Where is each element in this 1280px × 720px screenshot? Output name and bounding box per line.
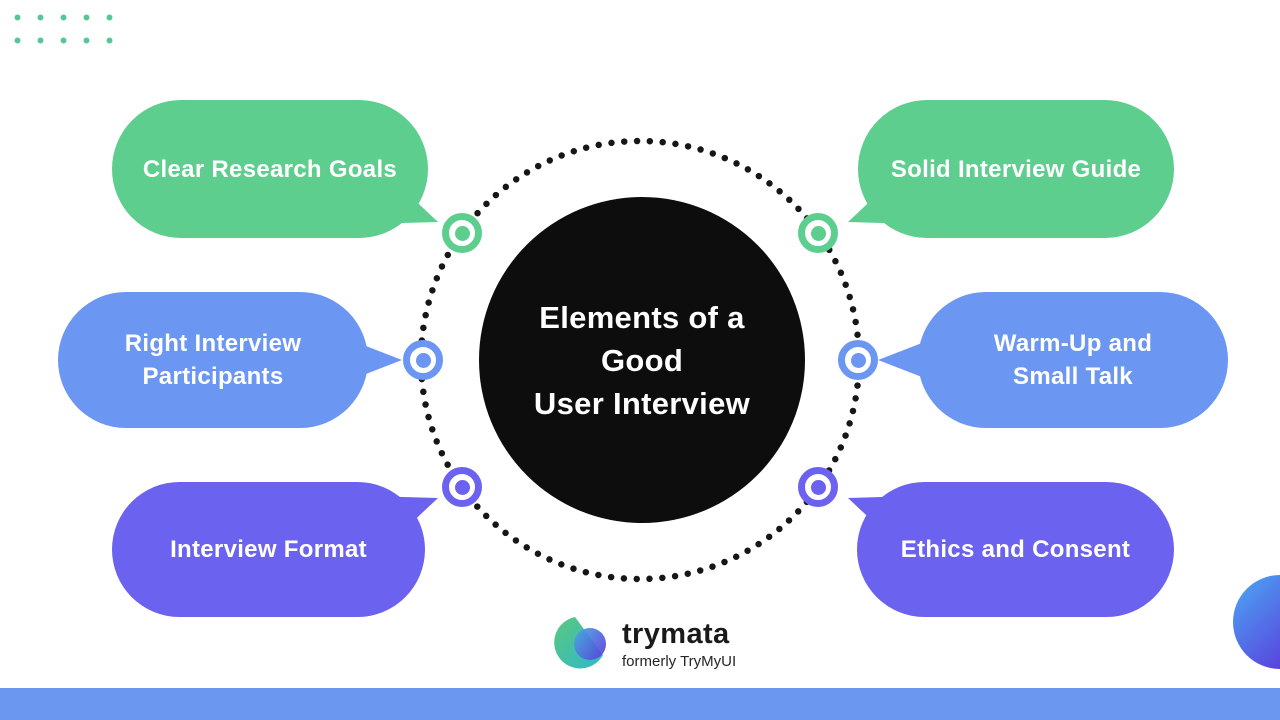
bubble-right-interview-participants: Right Interview Participants: [58, 292, 368, 428]
bullseye-dot: [415, 352, 431, 368]
bubble-warm-up-and-small-talk: Warm-Up and Small Talk: [918, 292, 1228, 428]
bullseye-icon: [798, 213, 838, 253]
bubble-clear-research-goals: Clear Research Goals: [112, 100, 428, 238]
bullseye-dot: [454, 225, 470, 241]
bubble-ethics-and-consent: Ethics and Consent: [857, 482, 1174, 617]
trymata-logo: trymata formerly TryMyUI: [548, 614, 736, 674]
bubble-label: Warm-Up and Small Talk: [993, 330, 1153, 390]
logo-name: trymata: [622, 618, 730, 650]
bubble-label: Clear Research Goals: [142, 155, 398, 183]
bubble-label: Solid Interview Guide: [890, 155, 1142, 183]
center-title-line-3: User Interview: [533, 385, 751, 421]
bubble-label: Ethics and Consent: [900, 536, 1131, 563]
bullseye-dot: [810, 479, 826, 495]
center-title-line-2: Good: [600, 342, 684, 378]
bullseye-icon: [442, 467, 482, 507]
leaf-mark-icon: [554, 617, 606, 669]
bullseye-icon: [442, 213, 482, 253]
bullseye-icon: [838, 340, 878, 380]
bubble-interview-format: Interview Format: [112, 482, 425, 617]
bullseye-dot: [454, 479, 470, 495]
bullseye-dot: [850, 352, 866, 368]
bullseye-icon: [403, 340, 443, 380]
center-title-line-1: Elements of a: [539, 299, 745, 335]
bottom-bar-decoration: [0, 688, 1280, 720]
bullseye-dot: [810, 225, 826, 241]
bullseye-icon: [798, 467, 838, 507]
dot-grid-decoration: [6, 6, 122, 52]
logo-tagline: formerly TryMyUI: [622, 653, 737, 670]
bubble-label: Right Interview Participants: [124, 330, 302, 390]
bubble-solid-interview-guide: Solid Interview Guide: [858, 100, 1174, 238]
center-title-circle: Elements of a Good User Interview: [479, 197, 805, 523]
bubble-label: Interview Format: [170, 536, 367, 563]
